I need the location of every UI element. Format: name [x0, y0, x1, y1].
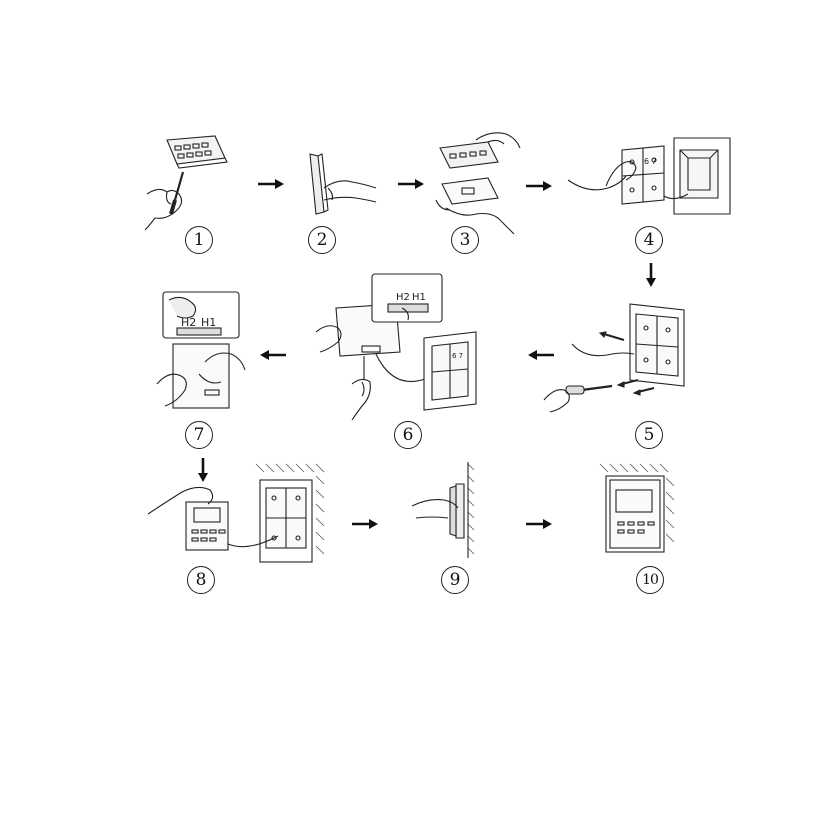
terminal-label-h2: H2	[181, 316, 196, 329]
step-6-illustration: H2 H1 6 7	[312, 272, 482, 422]
step-number-6: 6	[394, 421, 422, 449]
arrow-icon	[526, 519, 552, 529]
arrow-icon	[646, 263, 656, 287]
terminal-label-h2: H2	[396, 292, 410, 303]
step-number-9: 9	[441, 566, 469, 594]
step-10-illustration	[598, 462, 676, 558]
step-number-4: 4	[635, 226, 663, 254]
arrow-icon	[258, 179, 284, 189]
step-4-illustration: 6 7	[568, 136, 734, 218]
step-5-illustration	[542, 300, 690, 414]
svg-text:6 7: 6 7	[452, 352, 463, 360]
arrow-icon	[398, 179, 424, 189]
arrow-icon	[526, 181, 552, 191]
arrow-icon	[260, 350, 286, 360]
svg-text:6 7: 6 7	[644, 157, 657, 166]
terminal-label-h1: H1	[412, 292, 426, 303]
step-7-illustration: H2 H1	[155, 290, 247, 412]
terminal-label-h1: H1	[201, 316, 216, 329]
arrow-icon	[352, 519, 378, 529]
step-number-10: 10	[636, 566, 664, 594]
step-number-1: 1	[185, 226, 213, 254]
step-number-3: 3	[451, 226, 479, 254]
step-number-5: 5	[635, 421, 663, 449]
step-3-illustration	[432, 126, 522, 236]
step-8-illustration	[148, 462, 328, 568]
step-number-8: 8	[187, 566, 215, 594]
step-number-2: 2	[308, 226, 336, 254]
step-9-illustration	[412, 462, 476, 558]
step-number-7: 7	[185, 421, 213, 449]
step-1-illustration	[145, 130, 230, 235]
step-2-illustration	[298, 148, 378, 224]
